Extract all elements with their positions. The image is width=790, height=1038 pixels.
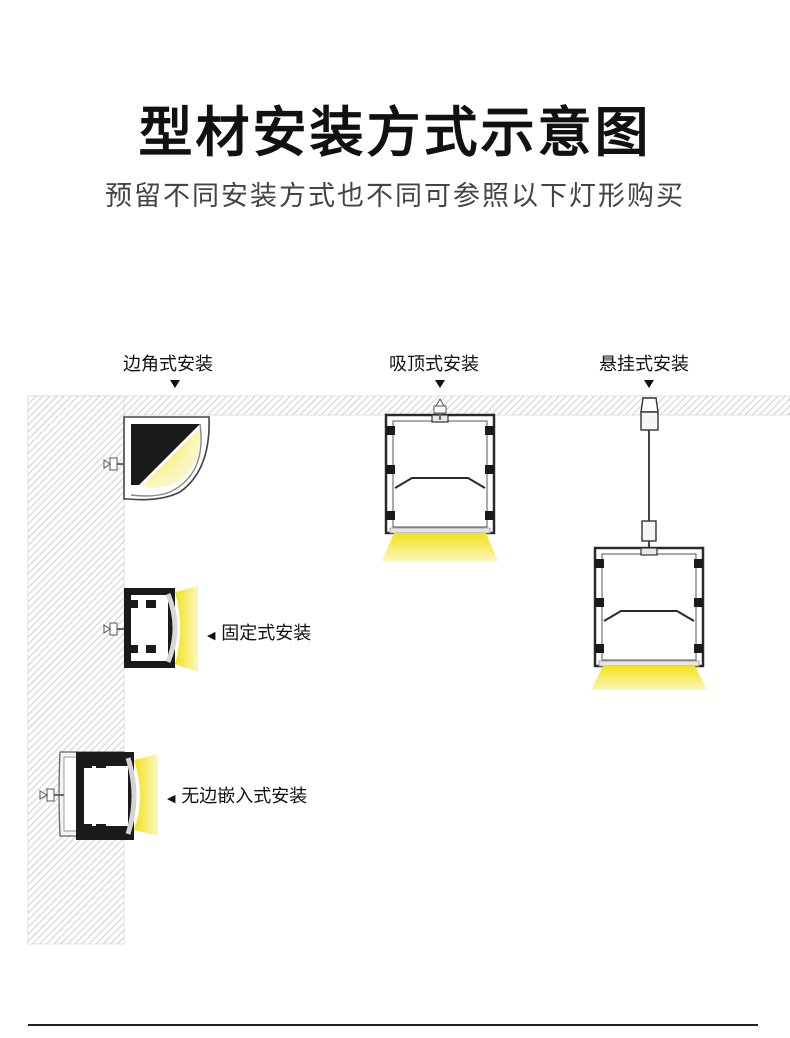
corner-screw-icon: [103, 457, 124, 471]
page-subtitle: 预留不同安装方式也不同可参照以下灯形购买: [105, 181, 685, 212]
page-title: 型材安装方式示意图: [138, 101, 652, 164]
fixed-profile: [124, 586, 198, 672]
ceiling-wall: [27, 395, 790, 416]
label-recessed-install: ◀ 无边嵌入式安装: [167, 782, 307, 808]
ceiling-profile: [382, 413, 498, 561]
label-suspended-install: 悬挂式安装: [599, 354, 689, 375]
arrow-down-icon: [435, 380, 445, 388]
suspended-profile: [591, 546, 707, 690]
label-fixed-install: ◀ 固定式安装: [207, 619, 311, 645]
footer-divider: [28, 1024, 758, 1026]
recessed-profile: [58, 751, 158, 840]
label-fixed-text: 固定式安装: [221, 623, 312, 644]
arrow-down-icon: [644, 380, 654, 388]
pointer-left-icon: ◀: [167, 792, 176, 805]
label-recessed-text: 无边嵌入式安装: [181, 786, 308, 807]
arrow-down-icon: [170, 380, 180, 388]
fixed-screw-icon: [103, 622, 124, 636]
side-wall: [27, 395, 125, 945]
suspension-mount-icon: [640, 397, 659, 550]
label-corner-install: 边角式安装: [123, 354, 213, 375]
ceiling-screw-icon: [433, 397, 447, 420]
pointer-left-icon: ◀: [207, 629, 216, 642]
label-ceiling-install: 吸顶式安装: [389, 354, 479, 375]
corner-profile: [123, 416, 210, 501]
recessed-screw-icon: [39, 788, 64, 802]
